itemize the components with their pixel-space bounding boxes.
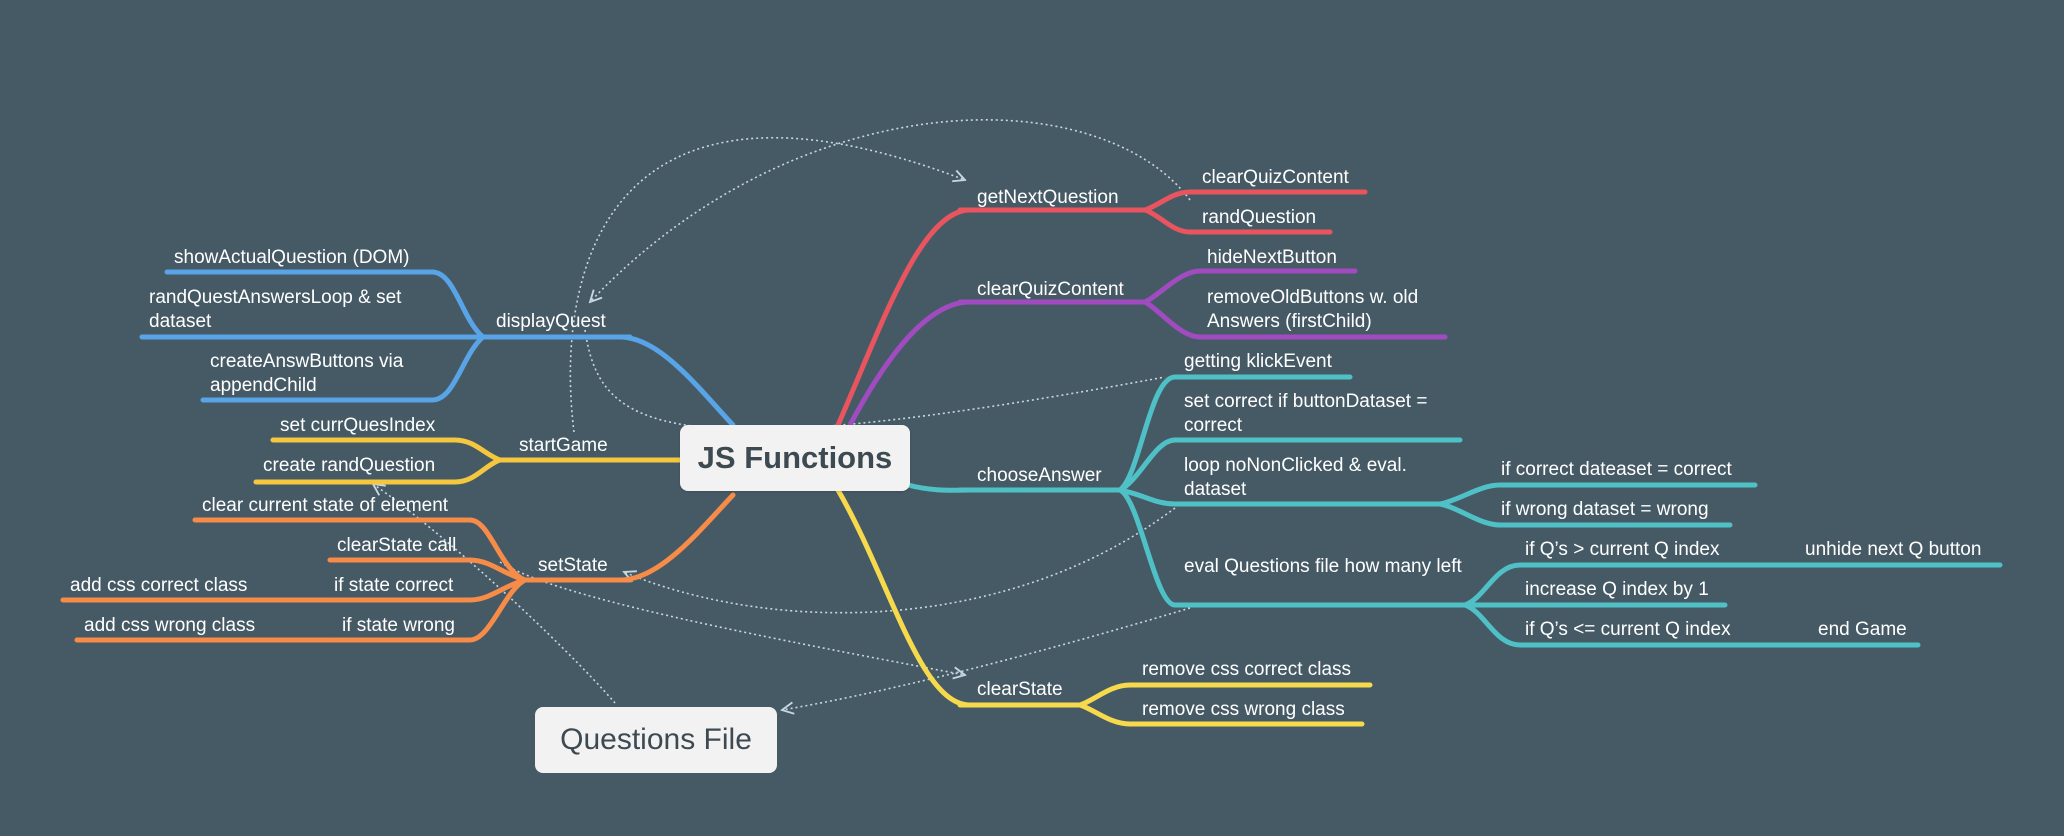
topic-clearstate[interactable]: clearState — [977, 679, 1063, 700]
subtopic-set-currquesindex[interactable]: set currQuesIndex — [280, 415, 436, 436]
subtopic-if-qs-greater[interactable]: if Q’s > current Q index — [1525, 539, 1720, 560]
relation-evalquestions-to-questionsfile — [782, 607, 1191, 710]
topic-startgame[interactable]: startGame — [519, 435, 608, 456]
relation-displayquest-to-chooseanswer — [584, 329, 1166, 431]
subtopic-clear-current-state[interactable]: clear current state of element — [202, 495, 449, 516]
subtopic-create-randquestion[interactable]: create randQuestion — [263, 455, 436, 476]
subtopic-if-correct[interactable]: if correct dateaset = correct — [1501, 459, 1732, 480]
subtopic-if-wrong[interactable]: if wrong dataset = wrong — [1501, 499, 1709, 520]
subtopic-hidenextbutton[interactable]: hideNextButton — [1207, 247, 1337, 268]
subtopic-randquestanswersloop[interactable]: randQuestAnswersLoop & set dataset — [149, 287, 402, 332]
subtopic-unhide-next-q-button[interactable]: unhide next Q button — [1805, 539, 1982, 560]
topic-displayquest[interactable]: displayQuest — [496, 311, 606, 332]
subtopic-if-qs-less-equal[interactable]: if Q’s <= current Q index — [1525, 619, 1731, 640]
relation-chooseanswer-to-setstate — [624, 507, 1176, 614]
topic-clearquizcontent[interactable]: clearQuizContent — [977, 279, 1124, 300]
topic-setstate[interactable]: setState — [538, 555, 608, 576]
subtopic-clearquizcontent-ref[interactable]: clearQuizContent — [1202, 167, 1349, 188]
branch-lines — [60, 189, 2003, 727]
subtopic-add-css-wrong[interactable]: add css wrong class — [84, 615, 256, 636]
central-topic[interactable]: JS Functions — [680, 425, 910, 491]
subtopic-removeoldbuttons[interactable]: removeOldButtons w. old Answers (firstCh… — [1207, 287, 1419, 332]
relation-questionsfile-to-createrandquestion — [373, 484, 616, 704]
subtopic-if-state-correct[interactable]: if state correct — [334, 575, 454, 596]
relation-startgame-to-getnextquestion — [569, 136, 965, 433]
subtopic-createanswbuttons[interactable]: createAnswButtons via appendChild — [210, 351, 404, 396]
subtopic-increase-q-index[interactable]: increase Q index by 1 — [1525, 579, 1709, 600]
topic-chooseanswer[interactable]: chooseAnswer — [977, 465, 1102, 486]
subtopic-showactualquestion[interactable]: showActualQuestion (DOM) — [174, 247, 410, 268]
subtopic-set-correct[interactable]: set correct if buttonDataset = correct — [1184, 391, 1428, 436]
subtopic-if-state-wrong[interactable]: if state wrong — [342, 615, 455, 636]
subtopic-add-css-correct[interactable]: add css correct class — [70, 575, 248, 596]
subtopic-remove-css-correct[interactable]: remove css correct class — [1142, 659, 1352, 680]
subtopic-end-game[interactable]: end Game — [1818, 619, 1907, 640]
floating-topic-questions-file[interactable]: Questions File — [535, 707, 777, 773]
subtopic-loop-nonclicked[interactable]: loop noNonClicked & eval. dataset — [1184, 455, 1407, 500]
subtopic-eval-questions-file[interactable]: eval Questions file how many left — [1184, 556, 1462, 577]
subtopic-randquestion[interactable]: randQuestion — [1202, 207, 1317, 228]
topic-getnextquestion[interactable]: getNextQuestion — [977, 187, 1119, 208]
subtopic-remove-css-wrong[interactable]: remove css wrong class — [1142, 699, 1345, 720]
subtopic-getting-klickevent[interactable]: getting klickEvent — [1184, 351, 1332, 372]
subtopic-clearstate-call[interactable]: clearState call — [337, 535, 457, 556]
